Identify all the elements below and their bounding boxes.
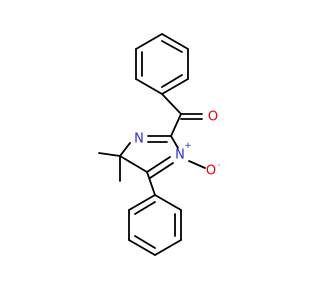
bond [135, 33, 163, 50]
bond [154, 239, 182, 256]
bond [128, 194, 156, 211]
n-oxide-bond [188, 160, 206, 169]
n-oxide-nitrogen-label: N [175, 148, 185, 163]
imidazole-ring [119, 135, 206, 179]
bond [128, 239, 156, 256]
bond [135, 78, 163, 95]
double-bond-inner [134, 235, 156, 249]
bond [119, 155, 148, 173]
bond [161, 33, 189, 50]
oxide-oxygen-label: O [206, 164, 216, 179]
radical-dot-label: · [218, 161, 221, 171]
positive-charge-label: + [184, 141, 192, 151]
molecule-canvas: O N N + O · [98, 33, 220, 256]
bond [161, 78, 189, 95]
double-bond-inner [134, 201, 156, 215]
double-bond-inner [161, 74, 183, 88]
bottom-phenyl-ring [128, 171, 182, 256]
bond [170, 135, 179, 149]
atom-labels: O N N + O · [134, 110, 220, 179]
top-phenyl-ring [135, 33, 189, 95]
molecule-structure: O N N + O · [98, 33, 220, 256]
gem-dimethyl [98, 152, 121, 182]
bond [170, 113, 182, 137]
carbonyl-oxygen-label: O [208, 110, 218, 125]
bond [119, 142, 131, 157]
bond [154, 194, 182, 211]
ketone-group [161, 93, 203, 137]
bond [161, 93, 182, 115]
bond [146, 156, 171, 173]
methyl-bond [98, 152, 121, 157]
imine-nitrogen-label: N [134, 132, 144, 147]
bond [149, 162, 174, 179]
bond [146, 171, 156, 196]
double-bond-inner [161, 40, 183, 53]
